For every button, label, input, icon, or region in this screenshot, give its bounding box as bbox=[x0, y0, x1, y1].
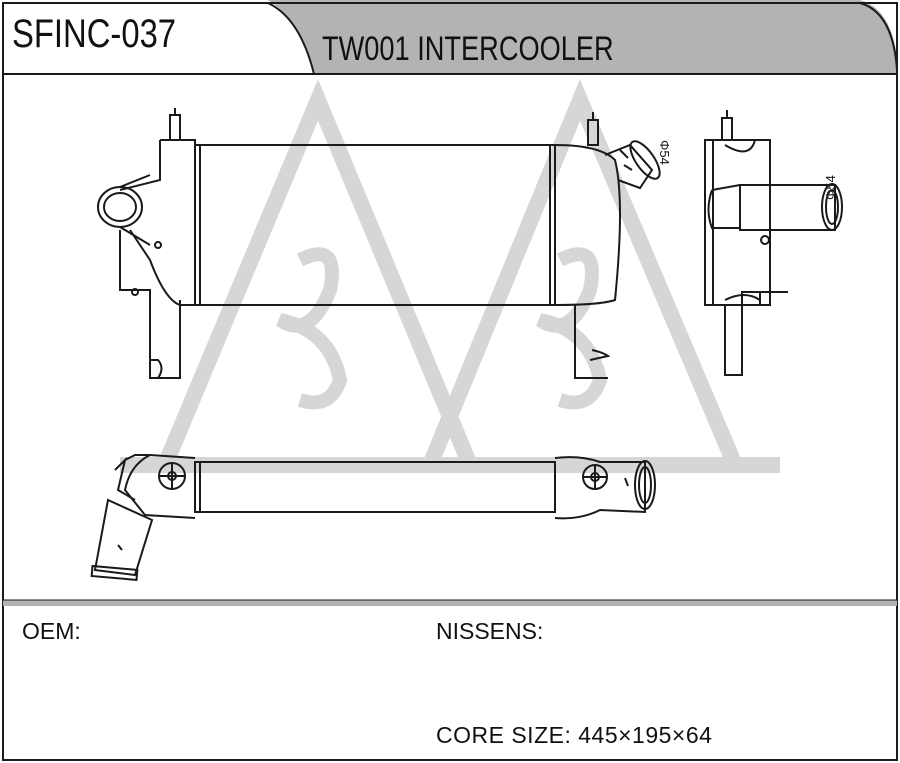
top-view bbox=[97, 108, 661, 379]
part-title: TW001 INTERCOOLER bbox=[322, 30, 614, 68]
footer-divider bbox=[3, 600, 897, 606]
header-tab-outline bbox=[267, 2, 898, 75]
bottom-view bbox=[90, 453, 656, 581]
nissens-label: NISSENS: bbox=[436, 618, 544, 644]
side-view bbox=[704, 110, 843, 376]
dimension-top-view: Φ54 bbox=[657, 140, 672, 165]
oem-label: OEM: bbox=[22, 618, 81, 644]
part-code: SFINC-037 bbox=[12, 12, 177, 56]
core-size: CORE SIZE: 445×195×64 bbox=[436, 722, 713, 748]
dimension-side-view: Φ54 bbox=[823, 175, 838, 200]
header-tab bbox=[268, 0, 898, 74]
watermark-logo bbox=[120, 79, 780, 473]
